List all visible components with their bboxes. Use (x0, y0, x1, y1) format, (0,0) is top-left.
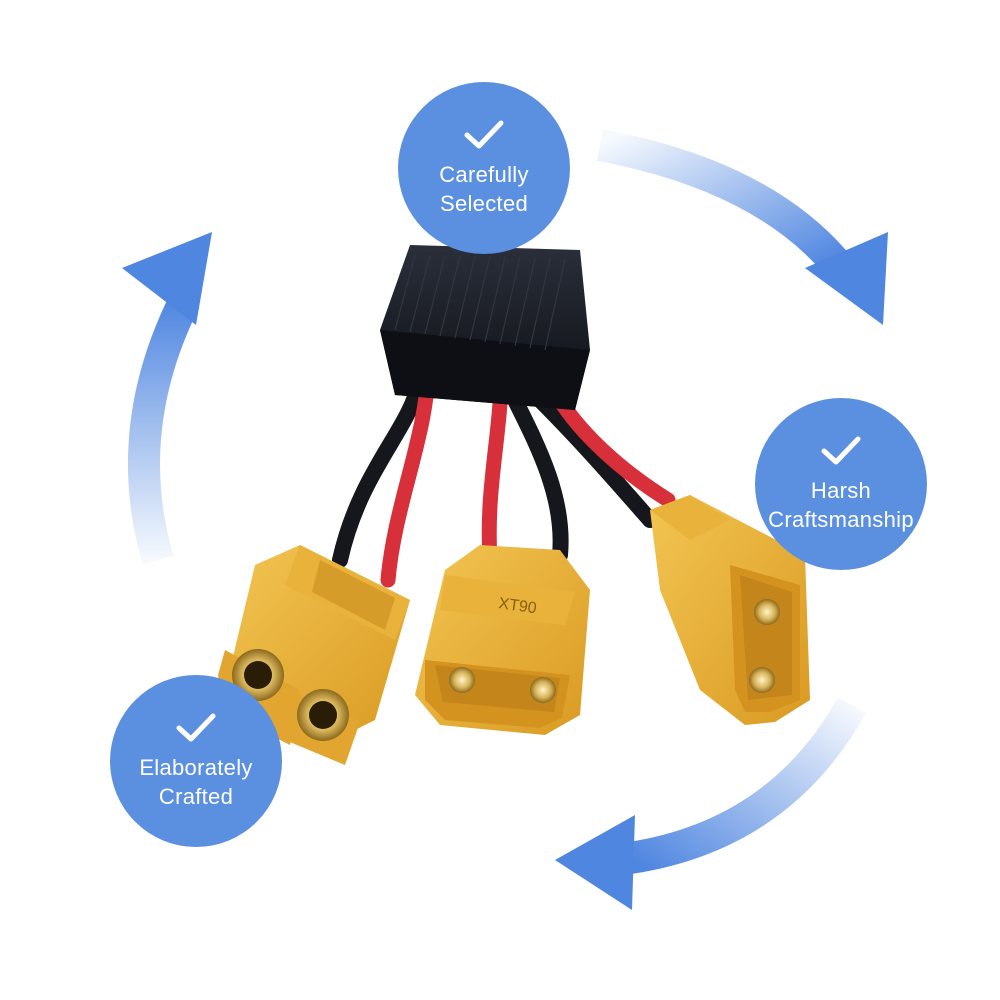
male-pin-2 (530, 677, 556, 703)
check-icon (464, 120, 504, 149)
male-pin-4 (749, 667, 775, 693)
cycle-arrow-top-right (597, 129, 888, 325)
badge-label: Carefully Selected (439, 162, 529, 216)
connector-male-right (650, 495, 810, 725)
connector-male-middle: XT90 (415, 545, 590, 735)
badge-label: Elaborately Crafted (139, 755, 253, 809)
connector-female-left (218, 545, 410, 765)
feature-badge-harsh-craftsmanship: Harsh Craftsmanship (755, 398, 927, 570)
male-pin-1 (449, 667, 475, 693)
feature-badge-elaborately-crafted: Elaborately Crafted (110, 675, 282, 847)
check-icon (821, 436, 861, 465)
check-icon (176, 713, 216, 742)
cycle-arrow-left (122, 232, 212, 565)
cycle-arrow-bottom (555, 697, 866, 910)
splitter-housing (380, 245, 590, 410)
feature-badge-carefully-selected: Carefully Selected (398, 82, 570, 254)
male-pin-3 (754, 599, 780, 625)
connector-marking: XT90 (497, 595, 537, 617)
badge-label: Harsh Craftsmanship (768, 478, 914, 532)
